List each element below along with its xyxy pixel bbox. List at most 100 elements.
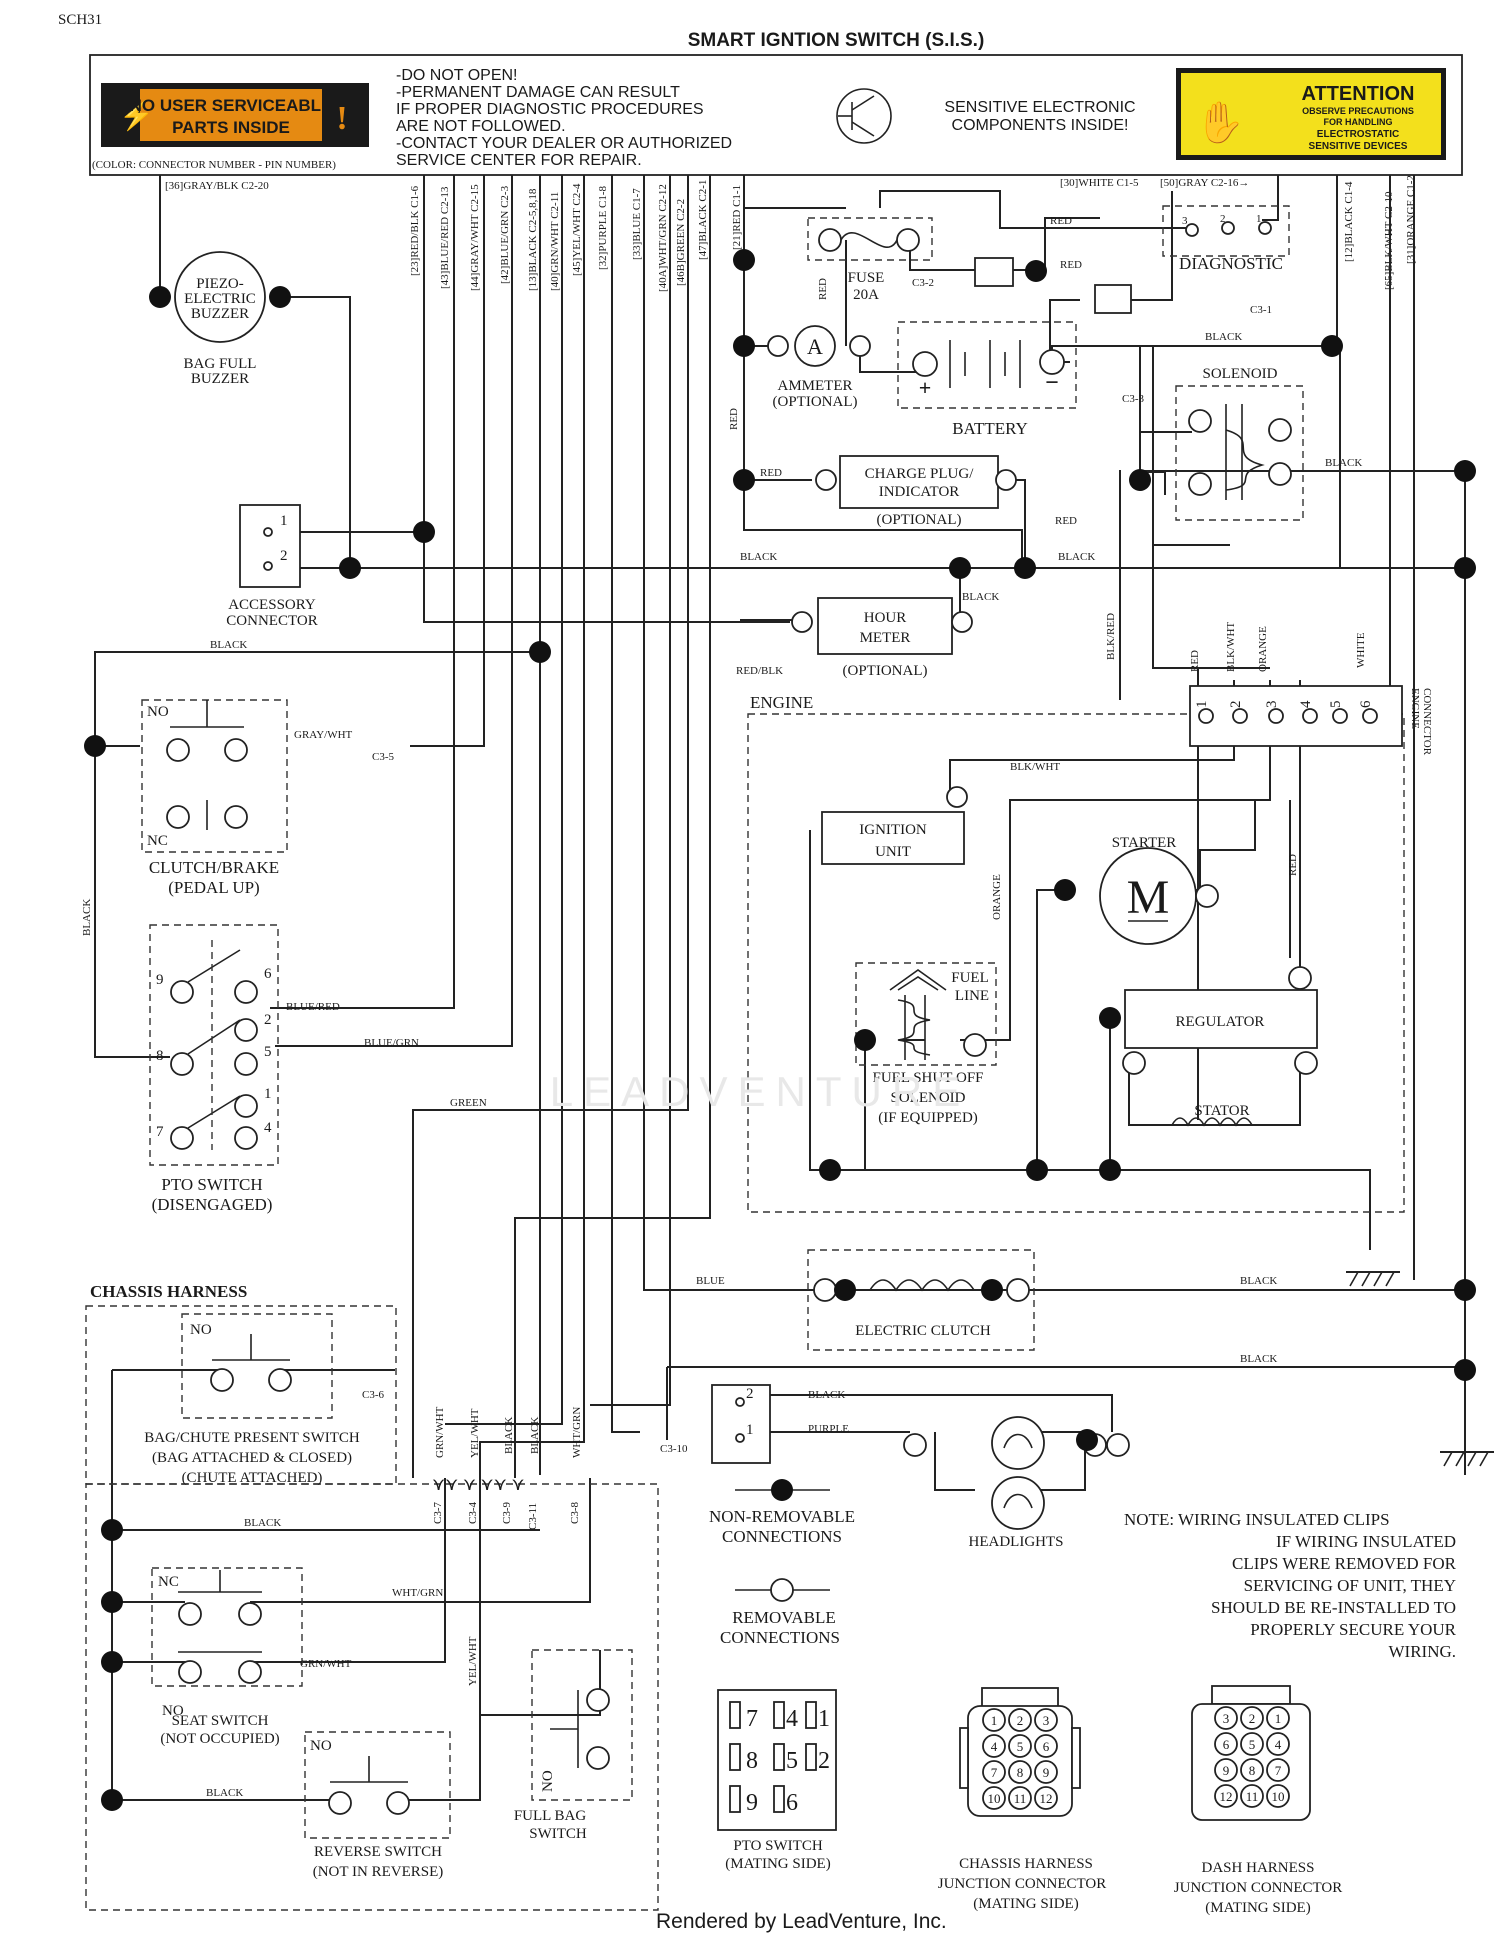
diagnostic-connector: 3 2 1 DIAGNOSTIC (1162, 205, 1290, 273)
svg-text:5: 5 (264, 1044, 272, 1060)
svg-text:2: 2 (1228, 701, 1244, 709)
piezo-buzzer: PIEZO- ELECTRIC BUZZER (174, 251, 266, 343)
svg-text:BLACK: BLACK (808, 1389, 845, 1401)
svg-text:9: 9 (746, 1790, 758, 1816)
chassis-junction-pin-number: 3 (1043, 1713, 1050, 1728)
svg-text:BLACK: BLACK (529, 1417, 541, 1454)
dash-junction-pin (1240, 1784, 1264, 1808)
svg-text:2: 2 (818, 1748, 830, 1774)
svg-text:1: 1 (264, 1086, 272, 1102)
svg-text:NO: NO (540, 1770, 556, 1792)
svg-text:1: 1 (818, 1706, 830, 1732)
bag-chute-switch: NO (181, 1313, 333, 1419)
svg-text:C3-1: C3-1 (1250, 304, 1272, 316)
svg-text:BLACK: BLACK (1058, 551, 1095, 563)
svg-text:9: 9 (156, 972, 164, 988)
legend-removable: REMOVABLE CONNECTIONS (720, 1578, 840, 1647)
svg-text:BLACK: BLACK (1240, 1353, 1277, 1365)
svg-text:BLUE: BLUE (696, 1275, 725, 1287)
svg-text:REGULATOR: REGULATOR (1176, 1014, 1265, 1030)
hour-meter: HOUR METER (OPTIONAL) (791, 597, 973, 679)
c3-1-plug (1094, 284, 1132, 314)
svg-text:[50]GRAY C2-16→: [50]GRAY C2-16→ (1160, 177, 1249, 189)
svg-text:NO: NO (190, 1322, 212, 1338)
clutch-brake-switch: NO NC (141, 699, 288, 853)
svg-text:BLACK: BLACK (740, 551, 777, 563)
starter-solenoid: SOLENOID (1175, 366, 1304, 521)
engine-boundary (747, 713, 1405, 1213)
bag-caption-1: BAG/CHUTE PRESENT SWITCH (144, 1430, 360, 1446)
svg-text:ORANGE: ORANGE (1257, 626, 1269, 672)
dash-junction-pin (1240, 1706, 1264, 1730)
svg-text:[40]GRN/WHT C2-11: [40]GRN/WHT C2-11 (549, 192, 561, 291)
dash-junction-pin-number: 7 (1275, 1763, 1282, 1778)
svg-text:[30]WHITE C1-5: [30]WHITE C1-5 (1060, 177, 1139, 189)
sensitive-text-2: COMPONENTS INSIDE! (952, 117, 1129, 134)
svg-text:FOR HANDLING: FOR HANDLING (1324, 117, 1393, 127)
fuel-caption-3: (IF EQUIPPED) (878, 1110, 978, 1126)
svg-text:BLK/WHT: BLK/WHT (1225, 622, 1237, 672)
svg-text:SHOULD BE RE-INSTALLED TO: SHOULD BE RE-INSTALLED TO (1211, 1598, 1456, 1617)
dash-junction-caption-2: JUNCTION CONNECTOR (1174, 1880, 1342, 1896)
svg-text:C3-8: C3-8 (569, 1502, 581, 1525)
clutch-caption-1: CLUTCH/BRAKE (149, 858, 279, 877)
svg-text:UNIT: UNIT (875, 844, 911, 860)
dash-junction-pin (1266, 1706, 1290, 1730)
svg-text:BLACK: BLACK (1240, 1275, 1277, 1287)
svg-text:PIEZO-: PIEZO- (196, 276, 244, 292)
svg-text:C3-3: C3-3 (1122, 393, 1145, 405)
chassis-ground-icon (1440, 1450, 1494, 1475)
svg-text:20A: 20A (853, 287, 879, 303)
svg-text:BUZZER: BUZZER (191, 306, 249, 322)
svg-text:RED/BLK: RED/BLK (736, 665, 783, 677)
svg-text:STATOR: STATOR (1194, 1103, 1249, 1119)
chassis-junction-pin-number: 12 (1040, 1791, 1053, 1806)
svg-text:4: 4 (1298, 700, 1314, 708)
no-user-serviceable-label: ⚡ NO USER SERVICEABLE PARTS INSIDE ! (101, 83, 369, 147)
accessory-connector: 1 2 (239, 504, 301, 588)
chassis-junction-pin (982, 1734, 1006, 1758)
svg-text:INDICATOR: INDICATOR (879, 484, 960, 500)
svg-text:(OPTIONAL): (OPTIONAL) (843, 663, 928, 679)
svg-text:WIRING.: WIRING. (1388, 1642, 1456, 1661)
engine-label: ENGINE (750, 693, 813, 712)
svg-text:6: 6 (1358, 700, 1374, 708)
svg-text:4: 4 (264, 1120, 272, 1136)
svg-text:CONNECTIONS: CONNECTIONS (722, 1527, 842, 1546)
chassis-junction-pin-number: 7 (991, 1765, 998, 1780)
svg-text:(OPTIONAL): (OPTIONAL) (773, 394, 858, 410)
battery: + − BATTERY (897, 321, 1077, 438)
svg-text:IF WIRING INSULATED: IF WIRING INSULATED (1276, 1532, 1456, 1551)
svg-text:GRN/WHT: GRN/WHT (434, 1406, 446, 1458)
headlight-connector: 2 1 (711, 1384, 771, 1464)
color-key: (COLOR: CONNECTOR NUMBER - PIN NUMBER) (92, 159, 336, 171)
svg-text:BLUE/RED: BLUE/RED (286, 1001, 340, 1013)
chassis-junction-pin (1008, 1760, 1032, 1784)
buzzer-caption-1: BAG FULL (184, 356, 257, 372)
fullbag-caption-1: FULL BAG (514, 1808, 587, 1824)
svg-text:BLACK: BLACK (1205, 331, 1242, 343)
electric-clutch: ELECTRIC CLUTCH (807, 1249, 1035, 1351)
svg-text:[32]PURPLE C1-8: [32]PURPLE C1-8 (597, 185, 609, 270)
svg-text:CLIPS WERE REMOVED FOR: CLIPS WERE REMOVED FOR (1232, 1554, 1457, 1573)
chassis-connector-labels: C3-5 C3-7 C3-4 C3-9 C3-11 C3-8 ⋎⋎ ⋎ ⋎⋎ ⋎ (372, 751, 581, 1530)
pin-labels: [36]GRAY/BLK C2-20 [23]RED/BLK C1-6 [43]… (165, 175, 1417, 292)
svg-text:ELECTRIC CLUTCH: ELECTRIC CLUTCH (855, 1323, 991, 1339)
dash-junction-pin (1214, 1758, 1238, 1782)
dash-junction-pin-number: 3 (1223, 1711, 1230, 1726)
svg-text:BLUE/GRN: BLUE/GRN (364, 1037, 419, 1049)
non-removable-connections (84, 249, 1476, 1811)
svg-text:FUSE: FUSE (848, 270, 885, 286)
fuel-caption-1: FUEL SHUT-OFF (873, 1070, 984, 1086)
dash-junction-pin-number: 10 (1272, 1789, 1285, 1804)
svg-text:CONNECTOR: CONNECTOR (1421, 688, 1433, 756)
svg-text:ARE NOT FOLLOWED.: ARE NOT FOLLOWED. (396, 118, 566, 135)
svg-text:ATTENTION: ATTENTION (1302, 83, 1415, 105)
svg-text:[31]ORANGE C1-2: [31]ORANGE C1-2 (1405, 175, 1417, 264)
chassis-junction-pin (1034, 1760, 1058, 1784)
svg-text:LINE: LINE (955, 988, 989, 1004)
svg-text:4: 4 (786, 1706, 798, 1732)
svg-text:[13]BLACK C2-5,8,18: [13]BLACK C2-5,8,18 (527, 188, 539, 291)
svg-text:GREEN: GREEN (450, 1097, 487, 1109)
svg-text:C3-4: C3-4 (467, 1502, 479, 1525)
